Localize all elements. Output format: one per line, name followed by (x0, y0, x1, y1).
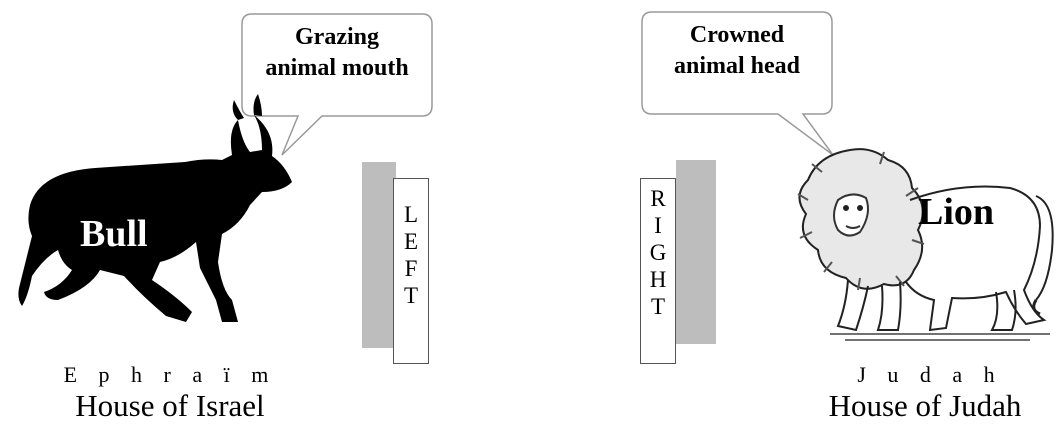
left-tribe-name: E p h r a ï m (63, 362, 277, 387)
right-panel-shadow (676, 160, 716, 344)
bull-label: Bull (80, 213, 148, 255)
left-direction-card: L E F T (393, 178, 429, 364)
left-speech-bubble (241, 13, 433, 156)
right-direction-letter: I (654, 213, 662, 238)
left-bubble-text: Grazing animal mouth (242, 22, 432, 84)
right-bubble-text: Crowned animal head (642, 20, 832, 82)
left-direction-letter: L (403, 202, 419, 227)
right-direction-letter: H (649, 267, 667, 292)
right-bubble-line-1: Crowned (689, 22, 785, 48)
right-speech-bubble (641, 11, 834, 156)
left-house-name: House of Israel (75, 388, 265, 423)
lion-label: Lion (918, 191, 995, 233)
left-bubble-line-1: Grazing (295, 24, 379, 50)
right-direction-letter: T (650, 294, 666, 319)
lion-icon (797, 148, 1054, 341)
left-direction-letter: T (403, 283, 419, 308)
right-direction-letter: R (650, 186, 666, 211)
right-direction-card: R I G H T (640, 178, 676, 364)
right-direction-letter: G (649, 240, 667, 265)
left-direction-letter: E (403, 229, 419, 254)
right-house-name: House of Judah (828, 388, 1022, 423)
right-bubble-line-2: animal head (673, 53, 801, 79)
left-panel-shadow (362, 162, 396, 348)
left-bubble-line-2: animal mouth (265, 55, 409, 81)
right-tribe-name: J u d a h (857, 362, 1003, 387)
bull-icon (18, 94, 293, 322)
left-direction-letter: F (404, 256, 418, 281)
